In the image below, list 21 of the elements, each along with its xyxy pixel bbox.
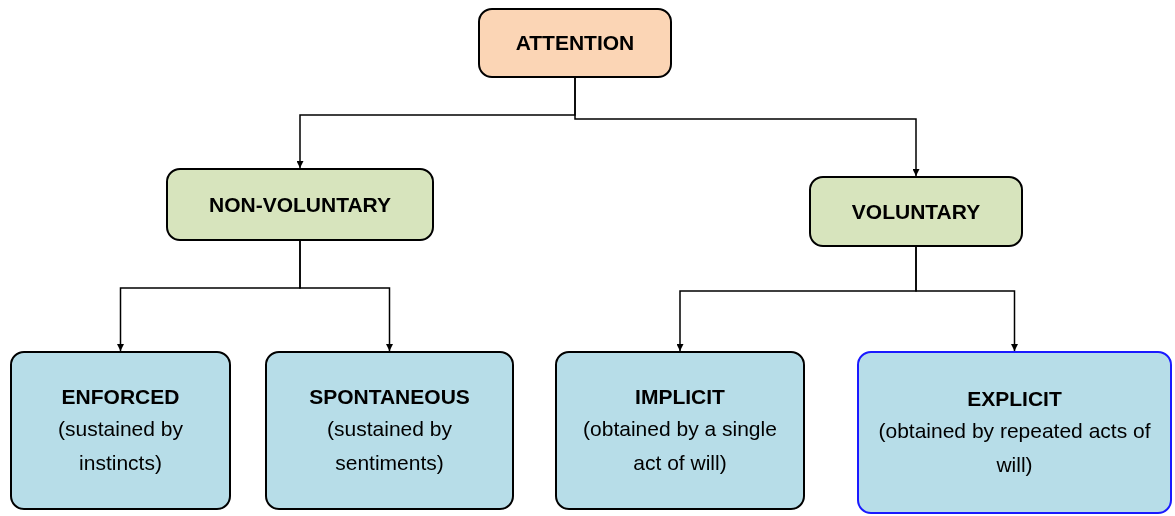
box-title: VOLUNTARY	[851, 198, 981, 225]
type-box	[10, 351, 231, 510]
box-title: SPONTANEOUS	[309, 383, 470, 410]
box-description: (sustained by instincts)	[57, 415, 184, 476]
box-title: IMPLICIT	[635, 383, 725, 410]
arrow	[915, 246, 1018, 352]
box-title: NON-VOLUNTARY	[209, 191, 391, 218]
category-box	[809, 176, 1023, 247]
box-title: EXPLICIT	[967, 385, 1062, 412]
box-description: (obtained by repeated acts of will)	[877, 417, 1152, 478]
type-box	[857, 351, 1172, 514]
type-box	[555, 351, 805, 510]
type-box	[265, 351, 514, 510]
arrow	[299, 240, 393, 352]
arrow	[574, 77, 920, 177]
box-description: (sustained by sentiments)	[326, 415, 453, 476]
root-box	[478, 8, 672, 78]
category-box	[166, 168, 434, 241]
box-title: ATTENTION	[515, 30, 635, 56]
box-title: ENFORCED	[61, 383, 180, 410]
box-description: (obtained by a single act of will)	[582, 415, 778, 476]
